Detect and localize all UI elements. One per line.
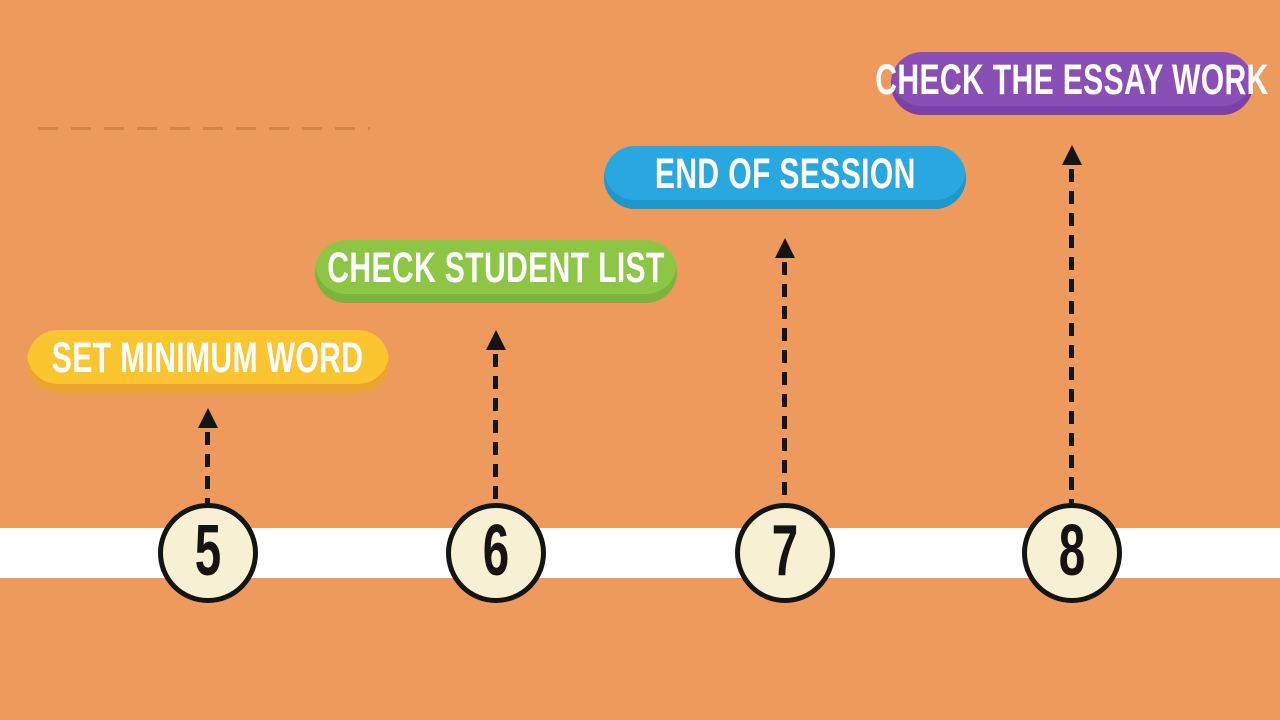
milestone-5-label-pill: SET MINIMUM WORD xyxy=(27,330,389,393)
milestone-7-number: 7 xyxy=(771,511,799,591)
milestone-7-label: END OF SESSION xyxy=(654,150,916,198)
milestone-8-number-circle: 8 xyxy=(1022,503,1122,603)
milestone-7-number-circle: 7 xyxy=(735,503,835,603)
milestone-7-label-pill: END OF SESSION xyxy=(604,146,966,209)
arrow-up-icon xyxy=(486,330,506,350)
milestone-8-number: 8 xyxy=(1058,511,1086,591)
milestone-8-label: CHECK THE ESSAY WORK xyxy=(875,56,1269,104)
milestone-6-label-pill: CHECK STUDENT LIST xyxy=(315,240,677,303)
arrow-up-icon xyxy=(198,408,218,428)
milestone-5-number: 5 xyxy=(194,511,222,591)
arrow-up-icon xyxy=(775,238,795,258)
dashed-arrow-line xyxy=(782,262,787,503)
milestone-6-label: CHECK STUDENT LIST xyxy=(327,244,665,292)
dashed-arrow-line xyxy=(205,432,210,503)
milestone-5-label: SET MINIMUM WORD xyxy=(52,334,364,382)
milestone-6-number: 6 xyxy=(482,511,510,591)
ghost-dashed-artifact xyxy=(38,127,370,130)
dashed-arrow-line xyxy=(493,354,498,503)
milestone-5-number-circle: 5 xyxy=(158,503,258,603)
dashed-arrow-line xyxy=(1069,169,1074,503)
arrow-up-icon xyxy=(1062,145,1082,165)
milestone-8-label-pill: CHECK THE ESSAY WORK xyxy=(875,52,1268,115)
milestone-6-number-circle: 6 xyxy=(446,503,546,603)
